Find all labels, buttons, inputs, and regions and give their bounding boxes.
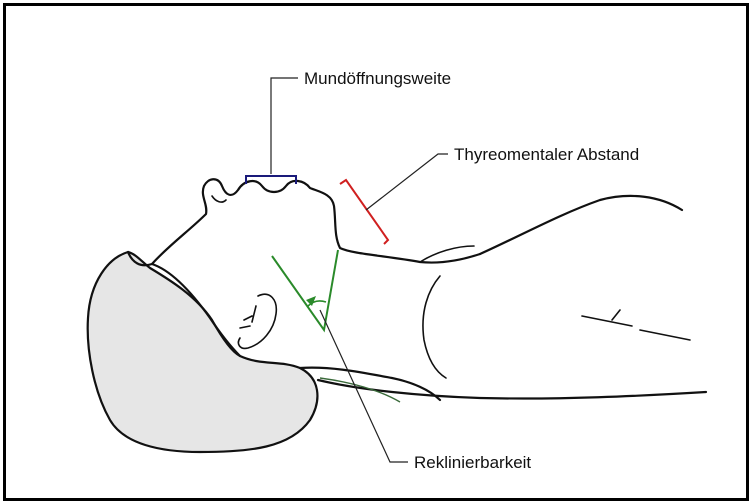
thyromental-label: Thyreomentaler Abstand xyxy=(454,145,639,164)
nipple-line xyxy=(582,310,690,340)
reclination-angle xyxy=(272,250,338,330)
mouth-opening-leader xyxy=(271,78,298,174)
shoulder-line xyxy=(480,196,682,254)
neck-shade-line xyxy=(320,378,400,402)
thyromental-bracket xyxy=(340,180,388,244)
nose-detail xyxy=(212,196,226,202)
ear xyxy=(238,294,276,348)
thyromental-leader xyxy=(366,154,448,210)
mouth-opening-label: Mundöffnungsweite xyxy=(304,69,451,88)
face-profile xyxy=(128,179,480,265)
reclination-leader xyxy=(320,310,408,462)
chest-curve xyxy=(423,276,446,378)
reclination-label: Reklinierbarkeit xyxy=(414,453,531,472)
hair-shape xyxy=(88,252,318,452)
ear-inner xyxy=(240,306,256,328)
clavicle-line xyxy=(420,246,474,262)
back-line xyxy=(318,380,706,399)
